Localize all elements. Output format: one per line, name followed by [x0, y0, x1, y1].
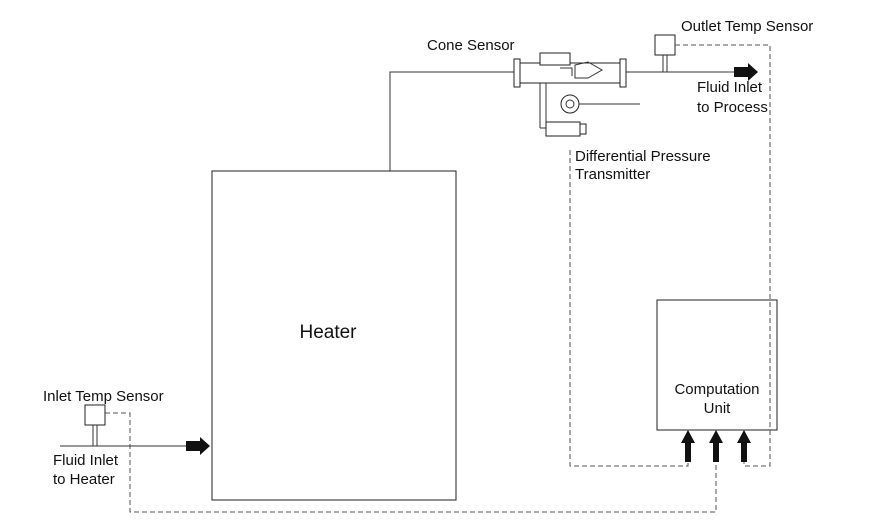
outlet-temp-sensor-stem [662, 55, 668, 72]
cone-sensor-left-flange [513, 58, 521, 88]
computation-input-arrow-3 [737, 430, 751, 462]
outlet-temp-sensor-box [654, 34, 676, 56]
heater-label: Heater [299, 322, 357, 343]
cone-sensor-body [519, 62, 621, 84]
cone-sensor-housing [539, 52, 571, 66]
fluid-inlet-heater-label-1: Fluid Inlet [53, 452, 119, 469]
computation-unit-label-2: Unit [704, 400, 732, 417]
dp-transmitter-label-1: Differential Pressure [575, 148, 711, 165]
cone-sensor [513, 52, 627, 88]
fluid-inlet-process-label-1: Fluid Inlet [697, 79, 763, 96]
inlet-temp-sensor-box [84, 404, 106, 426]
dp-transmitter [539, 83, 640, 137]
outlet-temp-signal-line [675, 44, 771, 467]
computation-unit-label-1: Computation [674, 381, 759, 398]
dp-impulse-lines [539, 83, 547, 128]
inlet-temp-sensor-label: Inlet Temp Sensor [43, 388, 164, 405]
inlet-temp-sensor-stem [92, 425, 98, 446]
dp-gauge-inner [565, 99, 575, 109]
fluid-inlet-heater-label-2: to Heater [53, 471, 115, 488]
outlet-temp-sensor-label: Outlet Temp Sensor [681, 18, 813, 35]
cone-sensor-label: Cone Sensor [427, 37, 515, 54]
fluid-to-process-arrow [734, 63, 758, 81]
cone-element [574, 61, 604, 79]
cone-tap [560, 67, 573, 76]
heater-box [211, 170, 457, 501]
dp-signal-line [569, 150, 689, 467]
fluid-inlet-process-label-2: to Process [697, 99, 768, 116]
dp-transmitter-cap [579, 123, 587, 135]
computation-input-arrow-2 [709, 430, 723, 462]
computation-unit-box [656, 299, 778, 431]
inlet-temp-signal-line [105, 412, 717, 513]
computation-input-arrow-1 [681, 430, 695, 462]
dp-gauge [560, 94, 580, 114]
cone-sensor-right-flange [619, 58, 627, 88]
heater-outlet-pipe [389, 71, 514, 171]
dp-transmitter-body [545, 121, 581, 137]
fluid-to-heater-arrow [186, 437, 210, 455]
dp-transmitter-label-2: Transmitter [575, 166, 650, 183]
